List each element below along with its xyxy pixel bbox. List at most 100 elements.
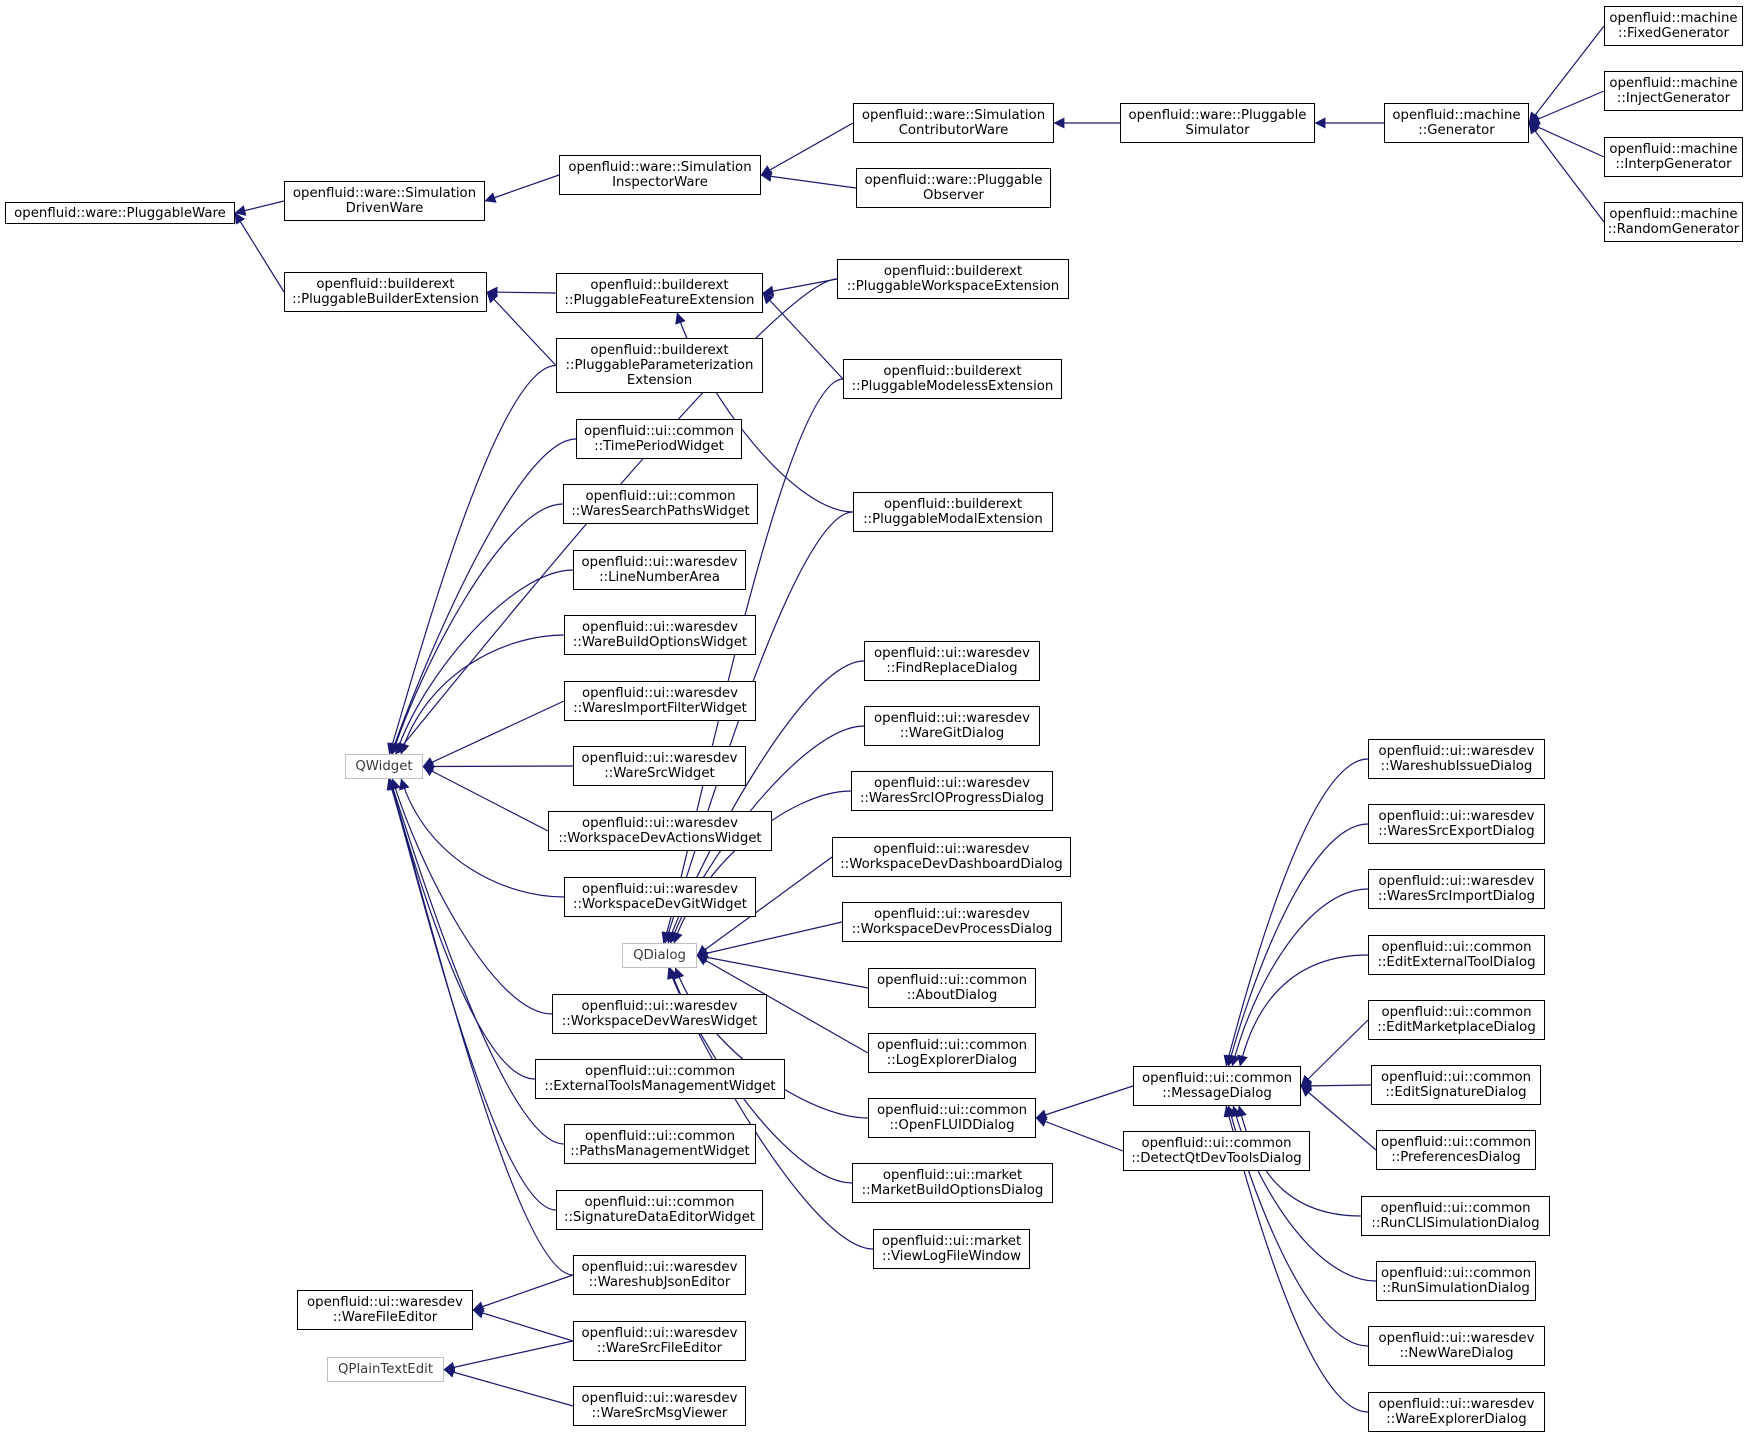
class-name-line: ::RunCLISimulationDialog (1371, 1216, 1540, 1231)
class-name-line: openfluid::ui::waresdev (1378, 1331, 1535, 1346)
class-node-inject-generator[interactable]: openfluid::machine::InjectGenerator (1604, 71, 1743, 111)
class-node-view-log-file-window[interactable]: openfluid::ui::market::ViewLogFileWindow (873, 1229, 1030, 1269)
class-node-workspace-dev-process-dialog[interactable]: openfluid::ui::waresdev::WorkspaceDevPro… (842, 902, 1062, 942)
class-node-ware-src-msg-viewer[interactable]: openfluid::ui::waresdev::WareSrcMsgViewe… (573, 1386, 746, 1426)
class-name-line: ::WareGitDialog (899, 726, 1005, 741)
class-name-line: ::WareSrcMsgViewer (591, 1406, 728, 1421)
class-name-line: Simulator (1185, 123, 1250, 138)
class-node-workspace-dev-dashboard-dialog[interactable]: openfluid::ui::waresdev::WorkspaceDevDas… (832, 837, 1071, 877)
class-name-line: ::ExternalToolsManagementWidget (544, 1079, 776, 1094)
class-node-external-tools-management-widget[interactable]: openfluid::ui::common::ExternalToolsMana… (535, 1059, 785, 1099)
class-node-random-generator[interactable]: openfluid::machine::RandomGenerator (1604, 202, 1743, 242)
class-node-ware-src-widget[interactable]: openfluid::ui::waresdev::WareSrcWidget (573, 746, 746, 786)
class-node-workspace-dev-git-widget[interactable]: openfluid::ui::waresdev::WorkspaceDevGit… (564, 877, 756, 917)
inheritance-edge-ware-src-widget-to-qwidget (422, 760, 574, 772)
class-node-find-replace-dialog[interactable]: openfluid::ui::waresdev::FindReplaceDial… (864, 641, 1040, 681)
class-name-line: openfluid::builderext (316, 277, 455, 292)
class-node-detect-qt-dev-tools-dialog[interactable]: openfluid::ui::common::DetectQtDevToolsD… (1123, 1131, 1310, 1171)
class-name-line: openfluid::ui::common (1380, 1135, 1532, 1150)
class-node-preferences-dialog[interactable]: openfluid::ui::common::PreferencesDialog (1376, 1130, 1536, 1170)
class-name-line: ::Generator (1418, 123, 1495, 138)
class-node-ware-file-editor[interactable]: openfluid::ui::waresdev::WareFileEditor (297, 1290, 473, 1330)
class-node-wares-import-filter-widget[interactable]: openfluid::ui::waresdev::WaresImportFilt… (564, 681, 756, 721)
inheritance-edge-pluggable-observer-to-simulation-inspector-ware (760, 170, 857, 189)
class-node-ware-src-file-editor[interactable]: openfluid::ui::waresdev::WareSrcFileEdit… (573, 1321, 746, 1361)
inheritance-edge-simulation-driven-ware-to-pluggable-ware (234, 200, 285, 216)
class-name-line: openfluid::ui::waresdev (1378, 809, 1535, 824)
inheritance-edge-wareshub-json-editor-to-qwidget (386, 778, 574, 1276)
class-node-time-period-widget[interactable]: openfluid::ui::common::TimePeriodWidget (576, 419, 742, 459)
class-name-line: openfluid::ui::common (1141, 1136, 1292, 1151)
class-node-run-cli-simulation-dialog[interactable]: openfluid::ui::common::RunCLISimulationD… (1361, 1196, 1550, 1236)
class-node-message-dialog[interactable]: openfluid::ui::common::MessageDialog (1133, 1066, 1301, 1106)
class-node-wares-src-io-progress-dialog[interactable]: openfluid::ui::waresdev::WaresSrcIOProgr… (851, 771, 1053, 811)
class-node-pluggable-modal-extension[interactable]: openfluid::builderext::PluggableModalExt… (853, 492, 1053, 532)
class-name-line: openfluid::ware::Simulation (861, 108, 1046, 123)
class-node-edit-external-tool-dialog[interactable]: openfluid::ui::common::EditExternalToolD… (1368, 935, 1545, 975)
class-name-line: ::DetectQtDevToolsDialog (1131, 1151, 1302, 1166)
class-name-line: ::WareBuildOptionsWidget (572, 635, 748, 650)
class-name-line: openfluid::ui::market (881, 1234, 1022, 1249)
class-node-wares-src-export-dialog[interactable]: openfluid::ui::waresdev::WaresSrcExportD… (1368, 804, 1545, 844)
class-node-signature-data-editor-widget[interactable]: openfluid::ui::common::SignatureDataEdit… (556, 1190, 763, 1230)
class-node-about-dialog[interactable]: openfluid::ui::common::AboutDialog (868, 968, 1036, 1008)
class-name-line: openfluid::ui::waresdev (582, 882, 738, 897)
class-name-line: ::WareSrcFileEditor (596, 1341, 723, 1356)
class-name-line: ::NewWareDialog (1399, 1346, 1514, 1361)
class-node-ware-git-dialog[interactable]: openfluid::ui::waresdev::WareGitDialog (864, 706, 1040, 746)
class-node-machine-generator[interactable]: openfluid::machine::Generator (1384, 103, 1529, 143)
class-name-line: openfluid::ui::waresdev (582, 686, 738, 701)
class-name-line: openfluid::machine (1609, 207, 1738, 222)
class-name-line: ::WaresSearchPathsWidget (571, 504, 750, 519)
class-name-line: ::AboutDialog (906, 988, 998, 1003)
class-node-pluggable-workspace-extension[interactable]: openfluid::builderext::PluggableWorkspac… (837, 259, 1069, 299)
class-node-pluggable-ware[interactable]: openfluid::ware::PluggableWare (5, 202, 235, 224)
class-name-line: ::WaresImportFilterWidget (573, 701, 747, 716)
class-node-ware-explorer-dialog[interactable]: openfluid::ui::waresdev::WareExplorerDia… (1368, 1392, 1545, 1432)
class-name-line: QWidget (355, 759, 413, 774)
class-node-log-explorer-dialog[interactable]: openfluid::ui::common::LogExplorerDialog (868, 1033, 1036, 1073)
class-name-line: openfluid::ui::market (882, 1168, 1023, 1183)
class-node-interp-generator[interactable]: openfluid::machine::InterpGenerator (1604, 137, 1743, 177)
class-node-edit-signature-dialog[interactable]: openfluid::ui::common::EditSignatureDial… (1371, 1065, 1541, 1105)
class-name-line: ::PluggableWorkspaceExtension (846, 279, 1060, 294)
class-node-ware-build-options-widget[interactable]: openfluid::ui::waresdev::WareBuildOption… (564, 615, 756, 655)
class-name-line: openfluid::ui::waresdev (873, 842, 1030, 857)
class-name-line: openfluid::ui::waresdev (874, 646, 1030, 661)
class-node-workspace-dev-actions-widget[interactable]: openfluid::ui::waresdev::WorkspaceDevAct… (548, 811, 772, 851)
class-node-wareshub-json-editor[interactable]: openfluid::ui::waresdev::WareshubJsonEdi… (573, 1255, 746, 1295)
inheritance-edge-workspace-dev-git-widget-to-qwidget (399, 778, 565, 898)
class-node-wares-search-paths-widget[interactable]: openfluid::ui::common::WaresSearchPathsW… (563, 484, 758, 524)
class-node-openfluid-dialog[interactable]: openfluid::ui::common::OpenFLUIDDialog (868, 1098, 1036, 1138)
class-node-pluggable-builder-extension[interactable]: openfluid::builderext::PluggableBuilderE… (284, 272, 487, 312)
class-node-pluggable-feature-extension[interactable]: openfluid::builderext::PluggableFeatureE… (556, 273, 763, 313)
class-node-new-ware-dialog[interactable]: openfluid::ui::waresdev::NewWareDialog (1368, 1326, 1545, 1366)
class-node-paths-management-widget[interactable]: openfluid::ui::common::PathsManagementWi… (564, 1124, 756, 1164)
class-node-pluggable-modeless-extension[interactable]: openfluid::builderext::PluggableModeless… (843, 359, 1062, 399)
class-node-line-number-area[interactable]: openfluid::ui::waresdev::LineNumberArea (573, 550, 746, 590)
class-node-workspace-dev-wares-widget[interactable]: openfluid::ui::waresdev::WorkspaceDevWar… (552, 994, 767, 1034)
class-name-line: openfluid::ui::common (585, 489, 736, 504)
class-node-wares-src-import-dialog[interactable]: openfluid::ui::waresdev::WaresSrcImportD… (1368, 869, 1545, 909)
class-name-line: openfluid::ui::common (1381, 1005, 1532, 1020)
class-node-run-simulation-dialog[interactable]: openfluid::ui::common::RunSimulationDial… (1376, 1261, 1536, 1301)
class-node-fixed-generator[interactable]: openfluid::machine::FixedGenerator (1604, 6, 1743, 46)
class-name-line: ::FixedGenerator (1618, 26, 1729, 41)
inheritance-edge-workspace-dev-actions-widget-to-qwidget (422, 765, 549, 832)
class-name-line: ::PluggableModalExtension (863, 512, 1043, 527)
class-node-market-build-options-dialog[interactable]: openfluid::ui::market::MarketBuildOption… (852, 1163, 1053, 1203)
inheritance-edge-detect-qt-dev-tools-dialog-to-openfluid-dialog (1035, 1116, 1124, 1152)
class-name-line: openfluid::ware::PluggableWare (14, 205, 226, 221)
class-node-edit-marketplace-dialog[interactable]: openfluid::ui::common::EditMarketplaceDi… (1368, 1000, 1545, 1040)
inheritance-edge-pluggable-modeless-extension-to-qdialog (661, 378, 844, 944)
class-node-qplaintextedit: QPlainTextEdit (327, 1357, 444, 1382)
class-node-pluggable-parameterization-extension[interactable]: openfluid::builderext::PluggableParamete… (556, 338, 763, 393)
inheritance-edge-preferences-dialog-to-message-dialog (1300, 1085, 1377, 1151)
class-name-line: ::WorkspaceDevProcessDialog (851, 922, 1053, 937)
class-node-wareshub-issue-dialog[interactable]: openfluid::ui::waresdev::WareshubIssueDi… (1368, 739, 1545, 779)
